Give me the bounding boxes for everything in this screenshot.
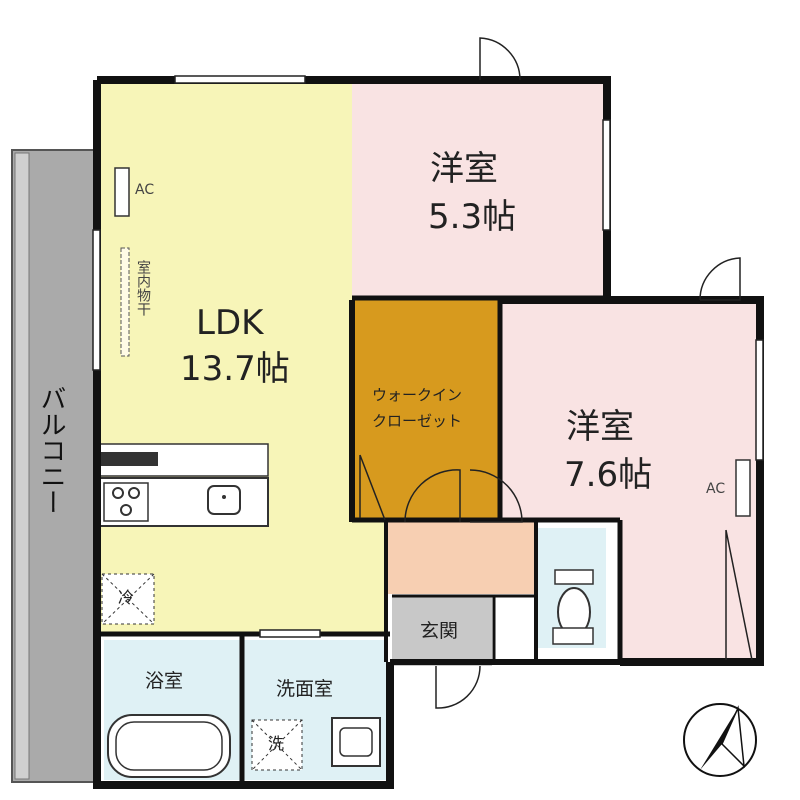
balcony-rail [14,152,30,780]
ac-label-ldk: AC [135,182,155,198]
indoor-drying-label: 室内物干 [135,260,151,316]
indoor-drying-bar [120,247,130,357]
closet-label-line2: クローゼット [372,412,463,430]
western-room-a-size: 5.3帖 [428,197,517,237]
entrance-label: 玄関 [420,620,459,642]
western-room-b-size: 7.6帖 [564,455,653,495]
doors [359,37,753,709]
western-room-b-label: 洋室 [566,407,634,447]
ldk-size: 13.7帖 [180,349,290,389]
closet-label-line1: ウォークイン [372,386,463,404]
western-room-b-floor [500,300,760,660]
compass-icon [683,703,757,777]
ac-unit-ldk [114,167,130,217]
sink-icon [207,485,241,515]
windows [92,75,764,638]
kitchen-upper-dark [98,452,158,466]
stove-icon [103,482,149,522]
bathtub [107,714,231,778]
western-room-a-label: 洋室 [430,149,498,189]
bath-label: 浴室 [145,670,184,692]
hall-floor [386,522,536,594]
ac-label-western: AC [706,481,726,497]
ac-unit-western [735,459,751,517]
toilet-icon [552,569,594,645]
washer-space [251,719,303,771]
washer-label: 洗 [268,734,285,753]
ldk-label: LDK [196,303,264,343]
closet-floor [352,300,500,518]
entrance-floor [392,596,492,666]
washbasin [331,717,381,767]
washroom-label: 洗面室 [276,678,334,700]
western-room-a-floor [352,80,607,298]
fridge-label: 冷 [118,588,135,607]
balcony-label: バルコニー [36,385,66,515]
